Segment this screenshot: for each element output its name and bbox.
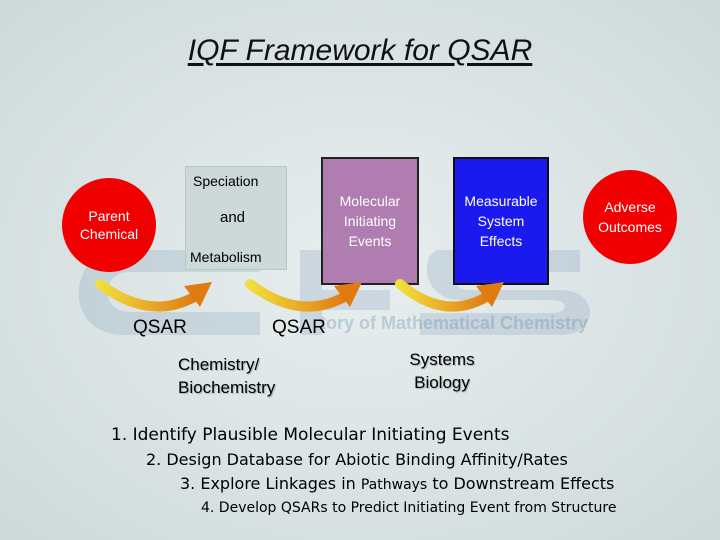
adverse-outcomes-node: Adverse Outcomes (583, 170, 677, 264)
molecular-initiating-events-box: Molecular Initiating Events (321, 157, 419, 285)
measurable-system-effects-box: Measurable System Effects (453, 157, 549, 285)
step-3: 3. Explore Linkages in Pathways to Downs… (180, 474, 614, 493)
molecular-initiating-events-label: Molecular Initiating Events (339, 193, 401, 249)
step-4: 4. Develop QSARs to Predict Initiating E… (201, 500, 617, 516)
step-3-part-2: to Downstream Effects (427, 474, 615, 493)
parent-chemical-label: Parent Chemical (79, 208, 139, 242)
adverse-outcomes-label: Adverse Outcomes (598, 199, 662, 235)
parent-chemical-node: Parent Chemical (62, 178, 156, 272)
systems-biology-label: Systems Biology (409, 350, 475, 392)
watermark-text: tory of Mathematical Chemistry (320, 313, 588, 333)
qsar-label-right: QSAR (272, 317, 326, 338)
qsar-label-left: QSAR (133, 317, 187, 338)
measurable-system-effects-label: Measurable System Effects (464, 193, 538, 249)
arrow-1 (95, 279, 212, 312)
arrow-3 (395, 279, 504, 312)
step-1: 1. Identify Plausible Molecular Initiati… (111, 425, 510, 445)
metabolism-label: Metabolism (190, 249, 262, 265)
step-3-part-1: 3. Explore Linkages in (180, 474, 361, 493)
step-3-pathways: Pathways (360, 477, 428, 493)
page-title: IQF Framework for QSAR (187, 34, 533, 67)
arrow-2 (245, 279, 362, 312)
chemistry-biochemistry-label: Chemistry/ Biochemistry (178, 355, 276, 397)
step-2: 2. Design Database for Abiotic Binding A… (146, 450, 568, 469)
and-label: and (220, 209, 246, 226)
speciation-label: Speciation (193, 173, 259, 189)
speciation-metabolism-box (185, 166, 287, 270)
